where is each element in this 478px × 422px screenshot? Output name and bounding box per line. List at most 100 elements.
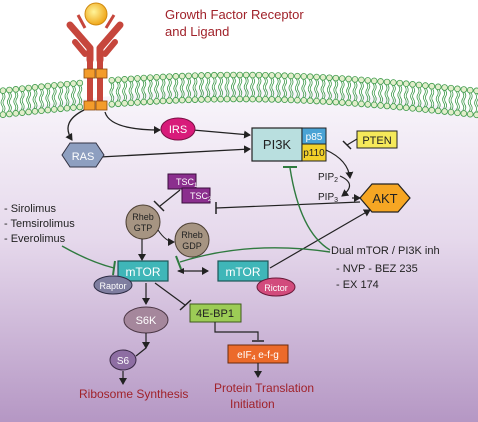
rheb-gtp-node: Rheb GTP xyxy=(125,204,161,240)
lipid-tail xyxy=(45,88,51,108)
lipid-tail xyxy=(333,80,339,100)
lipid-head-outer xyxy=(230,71,237,79)
lipid-head-inner xyxy=(281,96,288,104)
ribosome-synthesis-label: Ribosome Synthesis xyxy=(79,387,188,401)
lipid-head-inner xyxy=(390,103,397,110)
lipid-head-outer xyxy=(377,78,384,85)
inhibitor-everolimus: - Everolimus xyxy=(4,233,66,245)
lipid-head-inner xyxy=(191,96,199,103)
lipid-head-inner xyxy=(38,107,45,114)
lipid-tail xyxy=(135,81,140,100)
lipid-head-inner xyxy=(178,96,186,104)
lipid-tail xyxy=(237,77,243,97)
lipid-head-inner xyxy=(377,102,384,109)
svg-text:S6K: S6K xyxy=(136,315,157,327)
lipid-tail xyxy=(173,79,179,98)
lipid-head-inner xyxy=(358,100,365,108)
lipid-head-inner xyxy=(0,111,7,118)
arrow-pi3k-pip xyxy=(325,149,354,179)
lipid-head-outer xyxy=(294,72,301,80)
lipid-head-outer xyxy=(338,75,346,82)
lipid-head-outer xyxy=(326,74,333,82)
lipid-head-inner xyxy=(409,105,416,112)
lipid-head-outer xyxy=(178,72,186,80)
lipid-head-inner xyxy=(63,104,71,112)
inhibition-dual-mtor xyxy=(179,247,331,263)
arrow-pip2-pip3 xyxy=(339,175,351,197)
lipid-head-inner xyxy=(300,97,308,104)
lipid-tail xyxy=(26,90,31,110)
diagram-title-line2: and Ligand xyxy=(165,24,229,39)
lipid-head-outer xyxy=(12,86,20,93)
lipid-head-outer xyxy=(6,86,13,94)
svg-text:Rheb: Rheb xyxy=(132,212,154,222)
lipid-tail xyxy=(378,84,383,103)
lipid-head-outer xyxy=(121,76,128,83)
lipid-head-outer xyxy=(345,75,352,83)
svg-text:TSC2: TSC2 xyxy=(190,191,212,203)
lipid-head-outer xyxy=(172,73,180,80)
lipid-tail xyxy=(429,88,435,108)
lipid-tail xyxy=(179,78,185,98)
dual-inhibitor-item-1: - NVP - BEZ 235 xyxy=(336,263,418,275)
dual-inhibitor-title: Dual mTOR / PI3K inh xyxy=(331,245,440,257)
lipid-head-inner xyxy=(153,97,160,105)
lipid-head-outer xyxy=(153,73,160,81)
lipid-head-inner xyxy=(287,96,295,104)
lipid-tail xyxy=(32,90,38,109)
lipid-tail xyxy=(256,77,262,97)
lipid-head-inner xyxy=(57,105,64,113)
lipid-tail xyxy=(13,92,19,111)
lipid-tail xyxy=(397,85,403,105)
lipid-head-outer xyxy=(217,71,224,79)
lipid-head-inner xyxy=(326,98,333,106)
lipid-tail xyxy=(416,87,422,107)
lipid-tail xyxy=(128,81,134,101)
receptor xyxy=(66,14,124,111)
arrow-ras-pi3k xyxy=(99,145,251,158)
lipid-tail xyxy=(410,87,415,106)
lipid-head-inner xyxy=(242,95,250,103)
cell-membrane xyxy=(0,71,478,119)
lipid-tail xyxy=(384,84,390,104)
lipid-head-inner xyxy=(255,95,263,103)
lipid-head-inner xyxy=(146,98,154,105)
lipid-tail xyxy=(314,79,319,99)
arrow-rheb-gtp-gdp xyxy=(157,229,175,246)
lipid-tail xyxy=(327,80,332,99)
lipid-tail xyxy=(0,93,6,112)
lipid-head-inner xyxy=(18,109,26,116)
lipid-head-inner xyxy=(217,95,224,103)
lipid-head-outer xyxy=(210,71,218,79)
lipid-tail xyxy=(51,88,57,107)
lipid-head-inner xyxy=(415,105,423,113)
lipid-head-outer xyxy=(415,81,423,89)
lipid-head-inner xyxy=(198,96,205,103)
lipid-head-inner xyxy=(70,104,77,111)
ligand xyxy=(84,2,108,26)
lipid-head-outer xyxy=(422,82,429,89)
lipid-head-outer xyxy=(454,85,461,93)
mtorc2-node: mTOR Rictor xyxy=(217,260,296,297)
lipid-head-outer xyxy=(390,79,397,86)
lipid-head-inner xyxy=(236,95,244,103)
lipid-tail xyxy=(224,77,230,97)
lipid-tail xyxy=(339,81,345,100)
lipid-head-inner xyxy=(172,97,180,104)
cytoplasm xyxy=(0,88,478,422)
lipid-head-outer xyxy=(351,76,359,83)
lipid-tail xyxy=(320,80,326,99)
svg-text:S6: S6 xyxy=(117,356,130,367)
lipid-head-inner xyxy=(434,107,442,115)
lipid-tail xyxy=(186,78,191,98)
svg-text:IRS: IRS xyxy=(169,124,187,136)
lipid-head-outer xyxy=(185,72,192,80)
lipid-head-outer xyxy=(223,71,231,79)
lipid-tail xyxy=(115,82,121,102)
lipid-tail xyxy=(288,78,294,98)
lipid-head-outer xyxy=(57,81,64,89)
lipid-head-inner xyxy=(466,110,474,118)
lipid-head-inner xyxy=(268,96,276,103)
